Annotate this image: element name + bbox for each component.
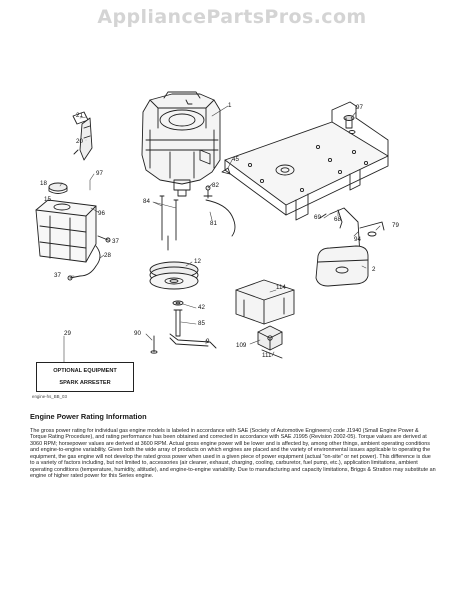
callout-109: 109 xyxy=(236,342,247,349)
frame-part xyxy=(224,101,389,221)
callout-21: 21 xyxy=(76,112,83,119)
cable-part xyxy=(203,195,236,237)
callout-29: 29 xyxy=(64,330,71,337)
callout-82: 82 xyxy=(212,182,219,189)
muffler-bracket-part xyxy=(319,207,385,257)
site-watermark: AppliancePartsPros.com xyxy=(97,6,367,28)
callout-37-top: 37 xyxy=(112,238,119,245)
callout-111: 111 xyxy=(262,352,272,359)
pulley-part xyxy=(149,261,199,290)
callout-114: 114 xyxy=(276,284,286,291)
callout-97-top: 97 xyxy=(356,104,363,111)
callout-28: 28 xyxy=(104,252,111,259)
heat-shield-part xyxy=(235,279,295,325)
figure-id: engine-hs_BB_03 xyxy=(32,394,67,399)
callout-97-left: 97 xyxy=(96,170,103,177)
callout-18: 18 xyxy=(40,180,47,187)
callout-37-bottom: 37 xyxy=(54,272,61,279)
fuel-tank-part xyxy=(35,199,97,263)
leader-lines xyxy=(59,105,381,363)
rod-part xyxy=(150,333,217,354)
muffler-part xyxy=(315,245,369,287)
engine-part xyxy=(141,91,221,197)
callout-45: 45 xyxy=(232,156,239,163)
optional-equipment-box: OPTIONAL EQUIPMENT SPARK ARRESTER xyxy=(36,362,134,392)
callout-94: 94 xyxy=(354,236,361,243)
callout-9: 9 xyxy=(206,338,210,345)
callout-20: 20 xyxy=(76,138,83,145)
callout-1: 1 xyxy=(228,102,232,109)
fuel-valve-part xyxy=(72,111,93,161)
section-body: The gross power rating for individual ga… xyxy=(30,428,436,480)
callout-42: 42 xyxy=(198,304,205,311)
washer-bolt-part xyxy=(172,300,184,337)
callout-85: 85 xyxy=(198,320,205,327)
callout-68: 68 xyxy=(334,216,341,223)
spark-arrester-label: SPARK ARRESTER xyxy=(59,380,111,386)
callout-69: 69 xyxy=(314,214,321,221)
small-fastener-part xyxy=(205,167,231,199)
callout-84: 84 xyxy=(143,198,150,205)
bolt-part-97-top xyxy=(343,115,356,134)
callout-2: 2 xyxy=(372,266,376,273)
optional-equipment-label: OPTIONAL EQUIPMENT xyxy=(53,368,117,374)
callout-81: 81 xyxy=(210,220,217,227)
engine-bolts-part xyxy=(159,195,179,251)
spark-arrester-part xyxy=(257,325,283,359)
callout-12: 12 xyxy=(194,258,201,265)
callout-79: 79 xyxy=(392,222,399,229)
section-title: Engine Power Rating Information xyxy=(30,412,147,421)
callout-96: 96 xyxy=(98,210,105,217)
callout-90: 90 xyxy=(134,330,141,337)
callout-15: 15 xyxy=(44,196,51,203)
